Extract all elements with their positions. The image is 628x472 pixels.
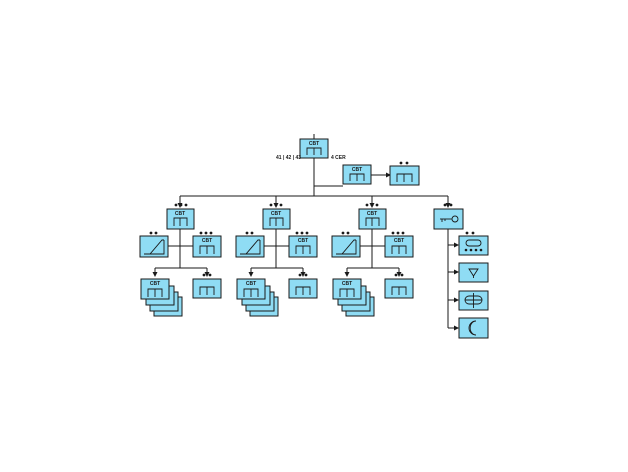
branch-2-stack-label: CBT: [246, 281, 256, 287]
root-node-label: CBT: [309, 141, 319, 147]
side-node-label: CBT: [352, 167, 362, 173]
branch-1-cbt-node: CBT: [192, 231, 222, 258]
branch-2-label: CBT: [271, 211, 281, 217]
branch-2-stack-node: CBT: [236, 278, 279, 317]
branch-2-node: CBT: [262, 203, 291, 230]
branch-3-switch-node: [331, 231, 361, 258]
power-supply-icon: [464, 239, 483, 252]
branch-3-node: CBT: [358, 203, 387, 230]
moon-icon: [468, 320, 477, 336]
controller-node: [458, 290, 489, 311]
branch-4-node: [433, 203, 464, 230]
branch-2-cbt-label: CBT: [298, 238, 308, 244]
branch-1-stack-node: CBT: [140, 278, 183, 317]
root-right-note: 4 CER: [331, 155, 346, 161]
branch-1-cbt-label: CBT: [202, 238, 212, 244]
root-node: CBT: [299, 134, 329, 159]
branch-2-leaf-node: [288, 273, 318, 299]
connector-lines: [152, 158, 459, 331]
branch-3-leaf-node: [384, 273, 414, 299]
key-icon: [440, 215, 459, 223]
branch-3-cbt-label: CBT: [394, 238, 404, 244]
power-supply-node: [458, 231, 489, 256]
camera-switch-icon: [240, 239, 261, 255]
branch-1-stack-label: CBT: [150, 281, 160, 287]
controller-icon: [464, 293, 483, 308]
branch-1-label: CBT: [175, 211, 185, 217]
branch-3-label: CBT: [367, 211, 377, 217]
branch-2-switch-node: [235, 231, 265, 258]
branch-2-cbt-node: CBT: [288, 231, 318, 258]
camera-switch-icon: [144, 239, 165, 255]
camera-switch-icon: [336, 239, 357, 255]
branch-1-leaf-node: [192, 273, 222, 299]
root-left-note: 41 | 42 | 43: [276, 155, 301, 161]
branch-3-cbt-node: CBT: [384, 231, 414, 258]
filter-icon: [468, 268, 479, 278]
side-node: CBT: [342, 164, 372, 185]
branch-3-stack-node: CBT: [332, 278, 375, 317]
branch-3-stack-label: CBT: [342, 281, 352, 287]
branch-1-switch-node: [139, 231, 169, 258]
moon-node: [458, 317, 489, 339]
branch-1-node: CBT: [166, 203, 195, 230]
side-target-node: [389, 161, 420, 186]
filter-node: [458, 262, 489, 283]
